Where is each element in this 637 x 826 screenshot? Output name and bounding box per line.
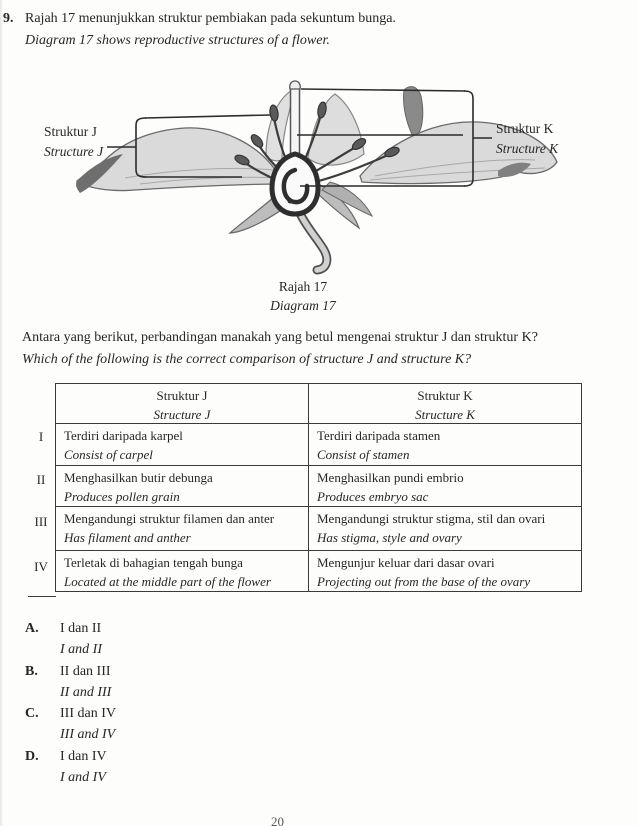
style	[289, 87, 301, 161]
option-c-text-en: III and IV	[60, 727, 116, 742]
figure-caption: Rajah 17 Diagram 17	[203, 277, 403, 315]
figure-caption-en: Diagram 17	[270, 298, 336, 313]
anthers	[234, 101, 400, 166]
option-a-label: A.	[25, 621, 39, 636]
table-row-numeral: IV	[34, 559, 48, 574]
flower-diagram	[75, 80, 558, 275]
question-text-ms: Rajah 17 menunjukkan struktur pembiakan …	[25, 11, 396, 26]
question-number: 9.	[3, 11, 14, 26]
petal-right-dark-notch	[498, 162, 531, 177]
table-header-k: Struktur K Structure K	[415, 388, 475, 422]
option-c-label: C.	[25, 706, 39, 721]
option-a-text-ms: I dan II	[60, 621, 102, 636]
pointer-line-k-top	[300, 88, 466, 92]
option-d-label: D.	[25, 749, 39, 764]
table-row-numeral: III	[34, 514, 48, 529]
table-row-numeral: II	[36, 472, 46, 487]
ovary	[269, 151, 321, 217]
figure-label-j-en: Structure J	[44, 144, 104, 159]
option-a: A. I dan II I and II	[25, 618, 325, 660]
page-number: 20	[271, 814, 284, 826]
option-b-text-ms: II dan III	[60, 664, 111, 679]
figure-caption-ms: Rajah 17	[278, 279, 328, 294]
option-a-text-en: I and II	[60, 642, 102, 657]
question-text-en: Diagram 17 shows reproductive structures…	[25, 33, 330, 48]
option-b: B. II dan III II and III	[25, 661, 325, 703]
figure-label-j: Struktur J Structure J	[44, 122, 103, 162]
figure-label-k: Struktur K Structure K	[496, 119, 558, 159]
table-header-j: Struktur J Structure J	[56, 384, 309, 423]
comparison-table: Struktur J Structure J Struktur K Struct…	[55, 383, 582, 592]
petal-left-dark-tip	[76, 154, 123, 193]
option-b-label: B.	[25, 664, 38, 679]
table-border-extension	[28, 596, 56, 597]
table-row-numeral: I	[38, 429, 44, 444]
option-c-text-ms: III dan IV	[60, 706, 116, 721]
figure-label-k-ms: Struktur K	[496, 121, 554, 136]
figure-label-j-ms: Struktur J	[44, 124, 97, 139]
table-cell-k: Mengandungi struktur stigma, stil dan ov…	[317, 511, 546, 545]
figure-label-k-en: Structure K	[496, 141, 559, 156]
option-d-text-en: I and IV	[60, 770, 106, 785]
stigma	[289, 80, 301, 90]
prompt-en: Which of the following is the correct co…	[22, 352, 472, 367]
pointer-line-j-top	[144, 114, 271, 119]
table-header-row: Struktur J Structure J Struktur K Struct…	[56, 384, 581, 423]
petal-dark-patch	[403, 86, 424, 139]
option-d-text-ms: I dan IV	[60, 749, 107, 764]
option-b-text-en: II and III	[60, 685, 112, 700]
option-c: C. III dan IV III and IV	[25, 703, 325, 745]
option-d: D. I dan IV I and IV	[25, 746, 325, 788]
prompt-ms: Antara yang berikut, perbandingan manaka…	[22, 330, 538, 345]
